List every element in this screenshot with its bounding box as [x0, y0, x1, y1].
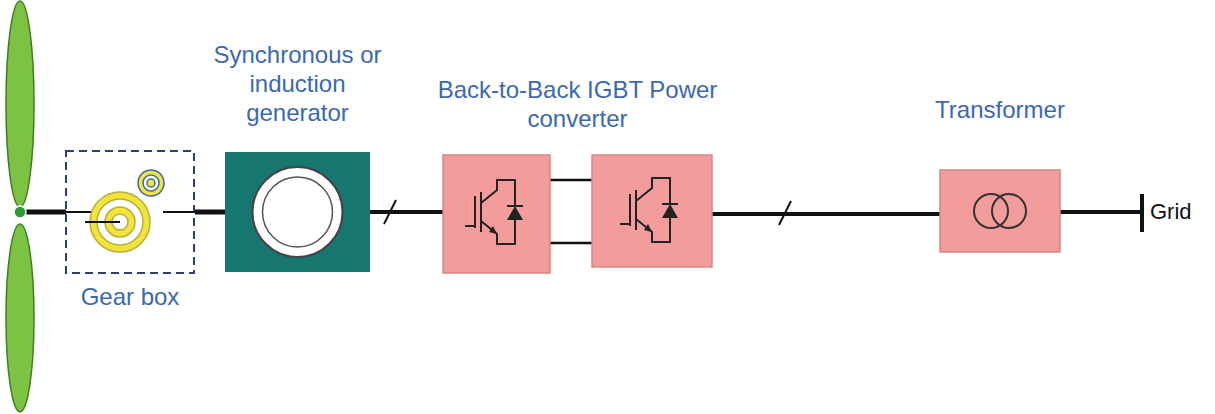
- node-graphic: [65, 150, 195, 274]
- component-label: Synchronous or induction generator: [213, 40, 383, 127]
- diode-symbol: [662, 204, 678, 218]
- gear-axle: [85, 221, 120, 223]
- igbt-arrow: [489, 226, 497, 234]
- small-gear: [147, 179, 155, 187]
- gearbox-box: Gear box: [60, 150, 200, 311]
- igbt-gate: [620, 194, 630, 226]
- generator-housing: [225, 152, 370, 272]
- component-label: Back-to-Back IGBT Power converter: [430, 75, 725, 133]
- transformer-box: Transformer: [925, 95, 1075, 252]
- grid-wire: [1060, 210, 1142, 214]
- igbt-channel: [635, 190, 637, 230]
- node-shape: [443, 155, 712, 273]
- transformer-housing: [940, 170, 1060, 252]
- inverter-box: [592, 155, 712, 267]
- igbt-arrow: [644, 224, 652, 232]
- transformer-winding: [992, 194, 1026, 228]
- rotor-shaft: [20, 210, 66, 215]
- component-label: Transformer: [925, 95, 1075, 124]
- rotor-blade: [6, 1, 34, 207]
- dc-link: [550, 179, 592, 182]
- gear-shaft: [65, 211, 95, 213]
- igbt-collector: [636, 178, 670, 204]
- diode-bar: [662, 203, 678, 205]
- gear-shaft: [163, 211, 195, 213]
- power-cable: [712, 212, 940, 216]
- power-cable: [370, 210, 443, 214]
- rotor-blade: [6, 224, 34, 412]
- generator-rotor: [263, 177, 333, 247]
- node-shape: [940, 170, 1060, 252]
- generator-box: Synchronous or induction generator: [205, 40, 390, 272]
- small-gear: [138, 170, 164, 196]
- generator-stator: [253, 167, 343, 257]
- node-graphic: [940, 170, 1060, 252]
- igbt-emitter: [481, 220, 515, 244]
- component-label: Gear box: [60, 282, 200, 311]
- igbt-channel: [480, 192, 482, 232]
- diode-symbol: [507, 206, 523, 220]
- grid-label: Grid: [1150, 199, 1192, 225]
- node-graphic: [225, 152, 370, 272]
- igbt-emitter: [636, 218, 670, 242]
- igbt-collector: [481, 180, 515, 206]
- grid-bus-bar: [1140, 194, 1144, 232]
- node-shape: [65, 150, 195, 274]
- dc-link: [550, 242, 592, 245]
- igbt-gate: [465, 196, 475, 228]
- drive-shaft: [195, 210, 225, 215]
- small-gear: [143, 175, 159, 191]
- converter-box: Back-to-Back IGBT Power converter: [430, 75, 725, 273]
- gearbox-outline: [66, 151, 194, 273]
- node-graphic: [443, 155, 712, 273]
- rotor-hub: [14, 206, 26, 218]
- node-shape: [225, 152, 370, 272]
- diode-bar: [507, 205, 523, 207]
- rectifier-box: [443, 155, 550, 273]
